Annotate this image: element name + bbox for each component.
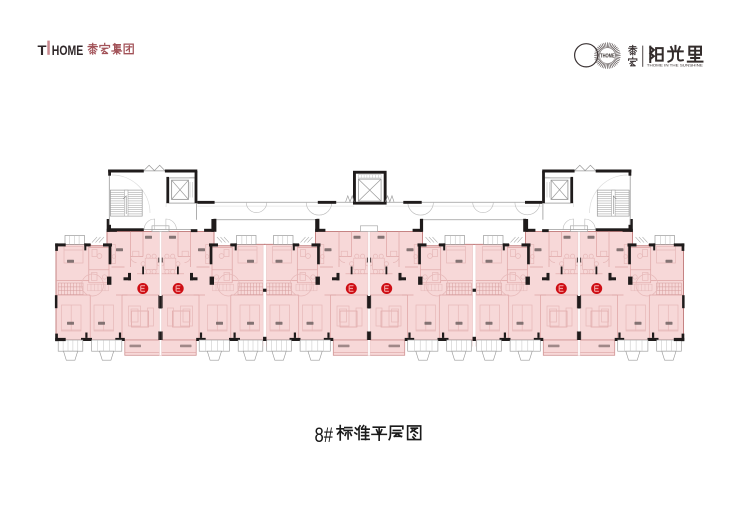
svg-text:HOME: HOME <box>52 43 84 58</box>
svg-text:T: T <box>38 43 48 58</box>
svg-text:THOME: THOME <box>600 53 615 59</box>
svg-text:THOME IN THE SUNSHINE: THOME IN THE SUNSHINE <box>647 64 704 68</box>
svg-text:8#: 8# <box>315 424 334 447</box>
